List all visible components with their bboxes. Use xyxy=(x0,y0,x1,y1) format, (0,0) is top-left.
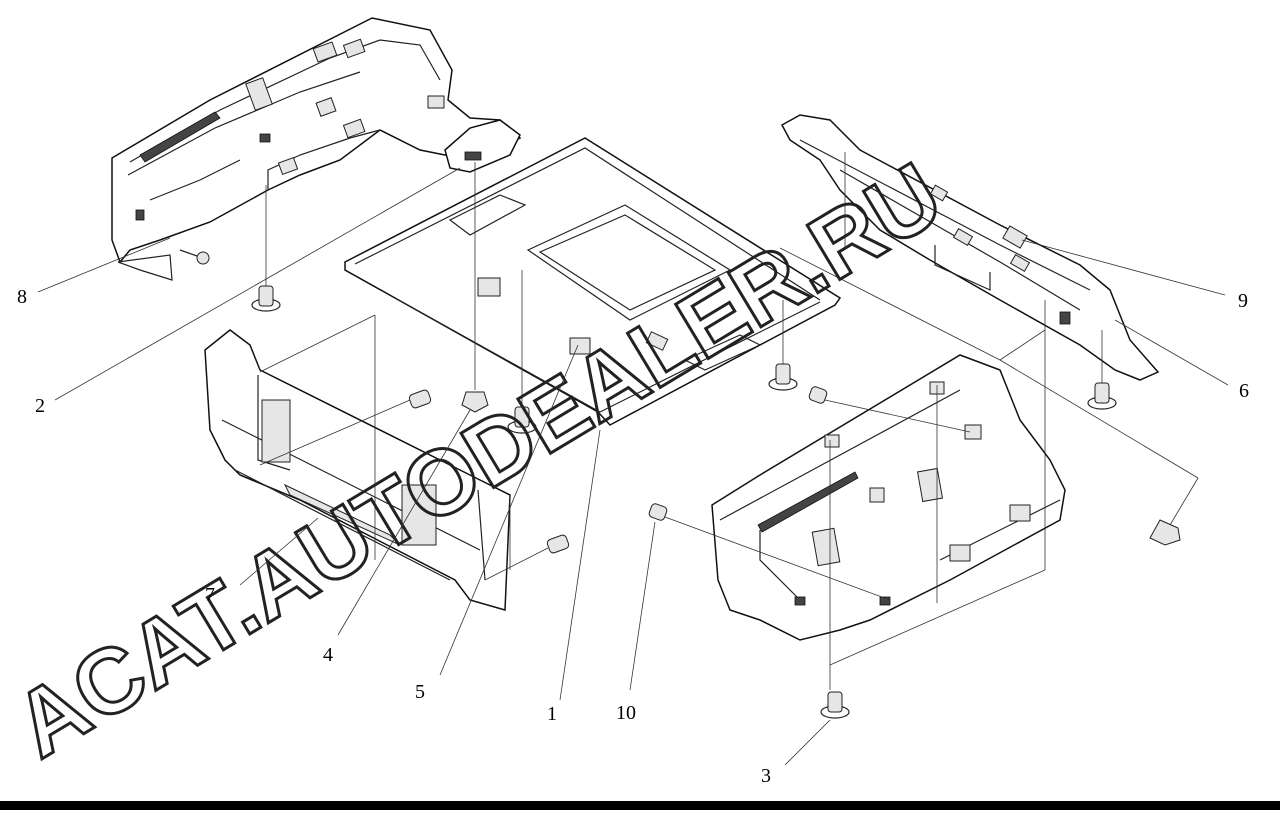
clip-part-2-right xyxy=(768,300,798,391)
nut-part-4 xyxy=(461,391,489,413)
screw-part-10 xyxy=(648,503,891,601)
clip-part-7-lower xyxy=(484,534,570,581)
callout-leader-8 xyxy=(37,237,171,293)
callout-leader-7 xyxy=(239,517,319,586)
callout-label-5: 5 xyxy=(415,681,425,703)
leader-part-7b xyxy=(259,314,376,373)
part-8-left-upper-trim xyxy=(111,17,522,281)
part-3-right-lower-trim xyxy=(711,354,1066,641)
clip-part-6 xyxy=(1087,330,1117,410)
callout-label-7: 7 xyxy=(205,584,215,606)
part-2-headliner xyxy=(344,137,842,426)
leader-misc-1 xyxy=(779,247,1001,361)
callout-label-8: 8 xyxy=(17,286,27,308)
clip-part-5 xyxy=(507,270,537,434)
clip-part-3 xyxy=(820,691,850,719)
callout-leader-3 xyxy=(784,719,831,766)
screw-part-3-upper xyxy=(808,386,971,433)
callout-leader-6 xyxy=(1114,319,1229,386)
callout-leader-4 xyxy=(337,409,471,636)
callout-leader-5 xyxy=(439,344,579,676)
clip-part-6-far xyxy=(999,359,1199,546)
callout-label-9: 9 xyxy=(1238,290,1248,312)
callout-label-4: 4 xyxy=(323,644,333,666)
callout-group: 1 2 3 4 5 6 7 8 9 10 xyxy=(17,167,1249,787)
callout-label-1: 1 xyxy=(547,703,557,725)
callout-label-3: 3 xyxy=(761,765,771,787)
screw-part-8 xyxy=(179,249,210,265)
part-9-right-upper-rail xyxy=(780,114,1160,381)
clip-part-8 xyxy=(251,185,281,312)
bottom-border-bar xyxy=(0,801,1280,810)
callout-label-2: 2 xyxy=(35,395,45,417)
leader-part-3c xyxy=(829,569,1046,666)
leader-misc-2 xyxy=(999,329,1046,361)
callout-leader-2 xyxy=(54,167,461,401)
clip-part-7-upper xyxy=(259,389,432,466)
callout-label-10: 10 xyxy=(616,702,636,724)
callout-label-6: 6 xyxy=(1239,380,1249,402)
callout-leader-10 xyxy=(629,521,656,691)
callout-leader-1 xyxy=(559,429,601,701)
callout-leader-9 xyxy=(1021,239,1226,296)
dome-light-bracket xyxy=(444,119,521,173)
part-7-left-lower-trim xyxy=(204,329,511,611)
